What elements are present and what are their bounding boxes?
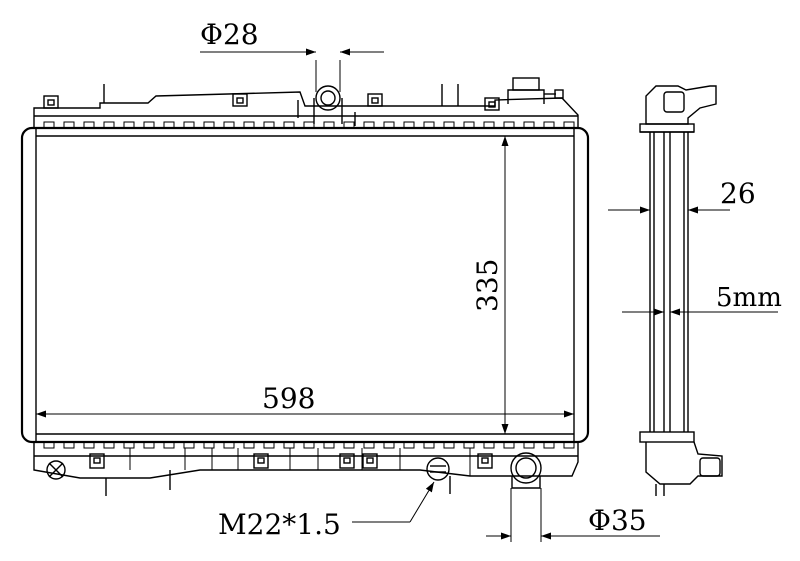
drain-plug-icon: [426, 457, 450, 481]
bracket-icon: [253, 453, 269, 469]
bracket-icon: [367, 93, 383, 107]
drain-plug-callout: M22*1.5: [218, 481, 435, 541]
inlet-diameter-label: Φ28: [200, 18, 259, 51]
drain-plug-label: M22*1.5: [218, 508, 341, 541]
bracket-icon: [477, 453, 493, 469]
top-comb: [36, 121, 575, 129]
bracket-icon: [339, 453, 355, 469]
outlet-neck-icon: [699, 457, 721, 477]
core-thickness-label: 26: [720, 177, 756, 210]
inlet-pipe-icon: [315, 85, 341, 111]
width-dimension: 598: [36, 382, 574, 418]
radiator-core: [20, 126, 590, 444]
bottom-comb: [36, 441, 575, 449]
inlet-neck-icon: [663, 91, 685, 113]
outlet-pipe-icon: [510, 452, 542, 489]
inlet-diameter-dimension: Φ28: [200, 18, 384, 92]
core-width-label: 598: [262, 382, 315, 415]
bottom-tank: [33, 442, 579, 496]
outlet-diameter-dimension: Φ35: [486, 488, 660, 542]
height-dimension: 335: [471, 136, 509, 434]
thickness-dimension: 26: [608, 177, 756, 214]
radiator-cap-icon: [507, 77, 564, 104]
bracket-icon: [89, 453, 105, 469]
top-tank: [33, 77, 579, 128]
petcock-icon: [46, 460, 66, 480]
radiator-front-view: [20, 77, 590, 496]
bracket-icon: [43, 95, 59, 109]
bracket-icon: [232, 93, 248, 107]
bracket-icon: [362, 453, 378, 469]
tube-gap-dimension: 5mm: [622, 283, 782, 316]
core-height-label: 335: [471, 259, 504, 312]
bracket-icon: [484, 97, 500, 111]
tube-gap-label: 5mm: [716, 283, 782, 313]
radiator-side-view: [639, 85, 723, 496]
outlet-diameter-label: Φ35: [588, 504, 647, 537]
